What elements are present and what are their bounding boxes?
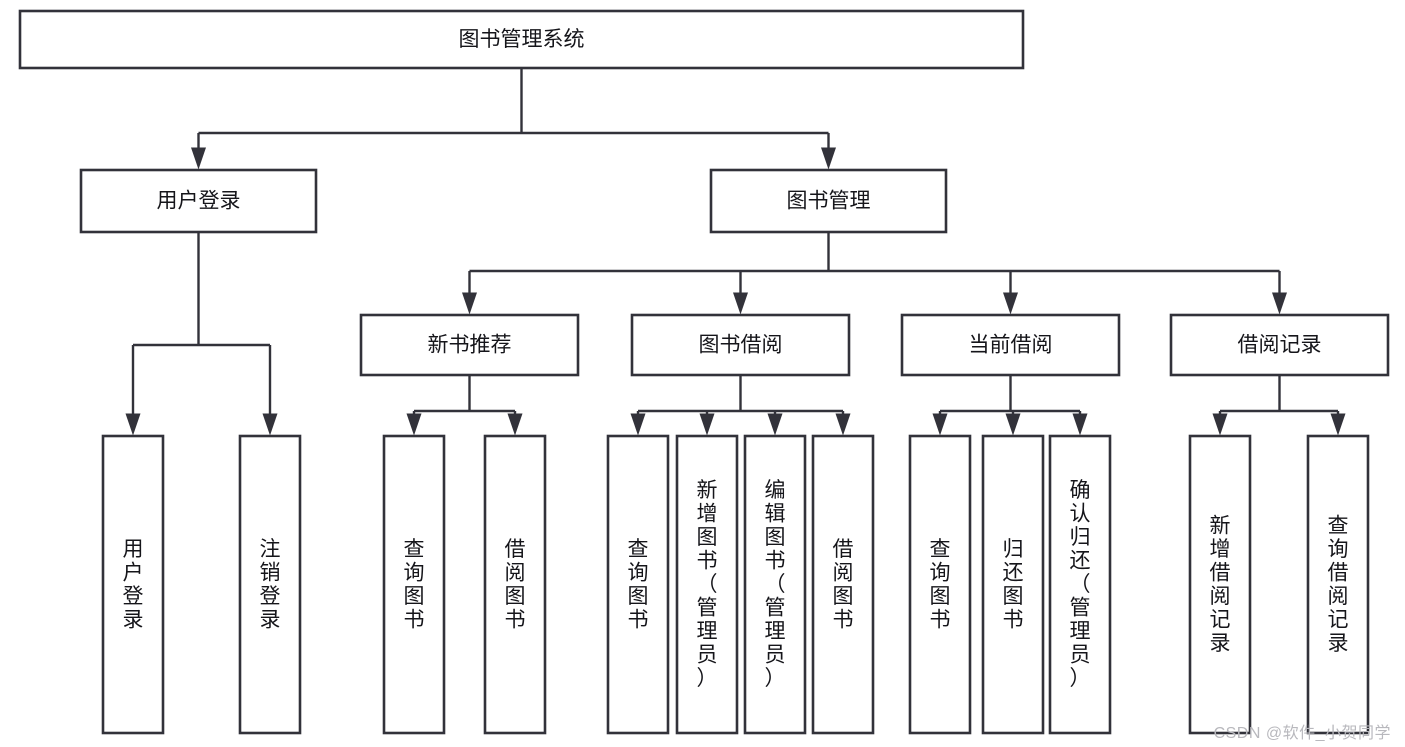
arrow-head-icon <box>699 413 715 436</box>
node-new-book-rec: 新书推荐 <box>359 313 580 377</box>
node-book-manage-label: 图书管理 <box>787 190 871 213</box>
arrow-head-icon <box>835 413 851 436</box>
leaf-user-logout-label: 注销登录 <box>260 538 281 632</box>
leaf-bb-edit-book: 编辑图书（管理员） <box>743 434 807 735</box>
arrow-head-icon <box>767 413 783 436</box>
leaf-bb-borrow-book-box <box>811 434 875 735</box>
leaf-user-login-label: 用户登录 <box>123 538 144 632</box>
arrow-head-icon <box>262 413 278 436</box>
leaf-br-add-record-box <box>1188 434 1252 735</box>
arrow-head-icon <box>1330 413 1346 436</box>
leaf-br-query-record: 查询借阅记录 <box>1306 434 1370 735</box>
node-borrow-record-box <box>1169 313 1390 377</box>
arrow-head-icon <box>462 292 477 315</box>
leaf-br-add-record-label: 新增借阅记录 <box>1210 514 1231 655</box>
arrow-head-icon <box>1072 413 1088 436</box>
leaf-user-login-box <box>101 434 165 735</box>
node-current-borrow-label: 当前借阅 <box>969 334 1053 357</box>
node-current-borrow: 当前借阅 <box>900 313 1121 377</box>
leaf-cb-return-book: 归还图书 <box>981 434 1045 735</box>
arrow-head-icon <box>406 413 422 436</box>
node-new-book-rec-box <box>359 313 580 377</box>
leaf-cb-confirm-return-box <box>1048 434 1112 735</box>
node-user-login-label: 用户登录 <box>157 190 241 213</box>
arrow-head-icon <box>1003 292 1018 315</box>
arrow-head-icon <box>1005 413 1021 436</box>
node-book-manage: 图书管理 <box>709 168 948 234</box>
leaf-bb-query-book-box <box>606 434 670 735</box>
leaf-bb-borrow-book-label: 借阅图书 <box>833 538 854 632</box>
leaf-user-logout: 注销登录 <box>238 434 302 735</box>
arrow-head-icon <box>191 147 206 170</box>
node-new-book-rec-label: 新书推荐 <box>428 334 512 357</box>
arrow-head-icon <box>1212 413 1228 436</box>
leaf-bb-query-book-label: 查询图书 <box>628 538 649 632</box>
node-root-box <box>18 9 1025 70</box>
node-borrow-record-label: 借阅记录 <box>1238 334 1322 357</box>
node-book-borrow-box <box>630 313 851 377</box>
leaf-cb-query-book-label: 查询图书 <box>930 538 951 632</box>
leaf-br-query-record-label: 查询借阅记录 <box>1328 514 1349 655</box>
node-book-borrow-label: 图书借阅 <box>699 334 783 357</box>
leaf-br-query-record-box <box>1306 434 1370 735</box>
connector-layer <box>125 68 1346 436</box>
leaf-nb-query-book: 查询图书 <box>382 434 446 735</box>
leaf-bb-query-book: 查询图书 <box>606 434 670 735</box>
leaf-cb-return-book-label: 归还图书 <box>1003 538 1024 632</box>
leaf-bb-edit-book-label: 编辑图书（管理员） <box>765 479 786 690</box>
node-borrow-record: 借阅记录 <box>1169 313 1390 377</box>
node-root: 图书管理系统 <box>18 9 1025 70</box>
leaf-bb-add-book: 新增图书（管理员） <box>675 434 739 735</box>
leaf-cb-confirm-return: 确认归还（管理员） <box>1048 434 1112 735</box>
arrow-head-icon <box>932 413 948 436</box>
leaf-nb-borrow-book-label: 借阅图书 <box>505 538 526 632</box>
leaf-bb-add-book-label: 新增图书（管理员） <box>697 479 718 690</box>
node-layer: 图书管理系统用户登录图书管理新书推荐图书借阅当前借阅借阅记录用户登录注销登录查询… <box>18 9 1390 735</box>
arrow-head-icon <box>821 147 836 170</box>
arrow-head-icon <box>630 413 646 436</box>
node-user-login: 用户登录 <box>79 168 318 234</box>
node-book-borrow: 图书借阅 <box>630 313 851 377</box>
leaf-nb-borrow-book-box <box>483 434 547 735</box>
leaf-nb-query-book-label: 查询图书 <box>404 538 425 632</box>
node-book-manage-box <box>709 168 948 234</box>
leaf-bb-edit-book-box <box>743 434 807 735</box>
node-user-login-box <box>79 168 318 234</box>
leaf-user-login: 用户登录 <box>101 434 165 735</box>
node-current-borrow-box <box>900 313 1121 377</box>
leaf-cb-return-book-box <box>981 434 1045 735</box>
arrow-head-icon <box>1272 292 1287 315</box>
leaf-nb-borrow-book: 借阅图书 <box>483 434 547 735</box>
arrow-head-icon <box>507 413 523 436</box>
leaf-nb-query-book-box <box>382 434 446 735</box>
leaf-bb-borrow-book: 借阅图书 <box>811 434 875 735</box>
leaf-cb-confirm-return-label: 确认归还（管理员） <box>1070 479 1091 690</box>
arrow-head-icon <box>733 292 748 315</box>
node-root-label: 图书管理系统 <box>459 28 585 51</box>
leaf-cb-query-book: 查询图书 <box>908 434 972 735</box>
leaf-bb-add-book-box <box>675 434 739 735</box>
arrow-head-icon <box>125 413 141 436</box>
leaf-br-add-record: 新增借阅记录 <box>1188 434 1252 735</box>
leaf-user-logout-box <box>238 434 302 735</box>
leaf-cb-query-book-box <box>908 434 972 735</box>
